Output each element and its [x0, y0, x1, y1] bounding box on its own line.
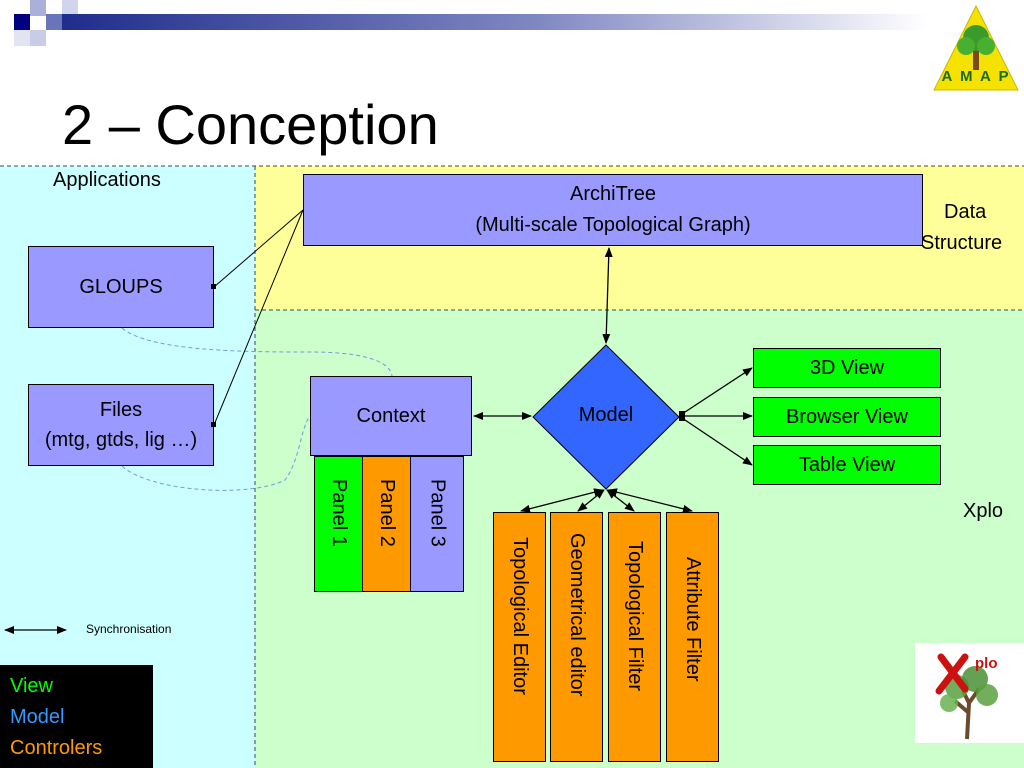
geometrical-editor-box: Geometrical editor: [550, 512, 603, 762]
context-box: Context: [310, 376, 472, 456]
data-structure-label-line2: Structure: [921, 232, 1003, 254]
view-browser-label: Browser View: [786, 405, 908, 428]
legend-controlers: Controlers: [10, 737, 103, 759]
architree-model-arrow: [602, 247, 613, 344]
xplo-logo: plo: [915, 643, 1024, 743]
slide-title: 2 – Conception: [62, 93, 439, 156]
data-structure-label-line1: Data: [944, 201, 987, 223]
files-context-link: [121, 415, 311, 491]
amap-logo-text: A M A P: [941, 68, 1011, 85]
panel-3-label: Panel 3: [426, 479, 449, 547]
panel-3-box: Panel 3: [410, 456, 464, 592]
mvc-legend-box: View Model Controlers: [0, 665, 153, 768]
panel-1-label: Panel 1: [328, 479, 350, 547]
gloups-context-link: [121, 327, 393, 377]
panel-2-label: Panel 2: [376, 479, 398, 547]
context-label: Context: [356, 404, 426, 427]
files-formats: (mtg, gtds, lig …): [44, 429, 198, 451]
applications-label: Applications: [53, 169, 161, 191]
files-box: Files (mtg, gtds, lig …): [28, 384, 214, 466]
files-label: Files: [99, 399, 143, 421]
topological-filter-box: Topological Filter: [608, 512, 661, 762]
model-table-view-arrow: [681, 417, 753, 466]
topological-editor-box: Topological Editor: [493, 512, 546, 762]
architree-gloups-line: [213, 209, 304, 288]
xplo-logo-text: plo: [975, 655, 998, 672]
view-3d-label: 3D View: [809, 356, 885, 379]
geometrical-editor-label: Geometrical editor: [566, 533, 588, 697]
legend-model: Model: [10, 706, 65, 728]
attribute-filter-box: Attribute Filter: [666, 512, 719, 762]
model-geometrical-editor-arrow: [577, 489, 605, 512]
model-label: Model: [578, 404, 634, 426]
header-gradient-bar: [62, 14, 928, 30]
amap-logo: A M A P: [928, 0, 1024, 96]
view-table-label: Table View: [798, 453, 896, 476]
model-3d-view-arrow: [681, 367, 753, 415]
architree-subtitle: (Multi-scale Topological Graph): [475, 214, 751, 236]
architree-files-line: [213, 209, 304, 426]
architree-box: ArchiTree (Multi-scale Topological Graph…: [303, 174, 923, 246]
view-browser-box: Browser View: [753, 397, 941, 437]
xplo-label: Xplo: [963, 500, 1004, 522]
panel-1-box: Panel 1: [314, 456, 363, 592]
architree-title: ArchiTree: [570, 183, 656, 205]
panel-2-box: Panel 2: [362, 456, 411, 592]
view-3d-box: 3D View: [753, 348, 941, 388]
model-attribute-filter-arrow: [607, 488, 693, 513]
topological-filter-label: Topological Filter: [624, 541, 646, 692]
topological-editor-label: Topological Editor: [509, 537, 531, 695]
attribute-filter-label: Attribute Filter: [682, 557, 704, 682]
model-diamond: [532, 344, 680, 490]
legend-view: View: [10, 675, 53, 697]
synchronisation-label: Synchronisation: [86, 622, 172, 636]
view-table-box: Table View: [753, 445, 941, 485]
gloups-box: GLOUPS: [28, 246, 214, 328]
gloups-label: GLOUPS: [79, 275, 163, 298]
